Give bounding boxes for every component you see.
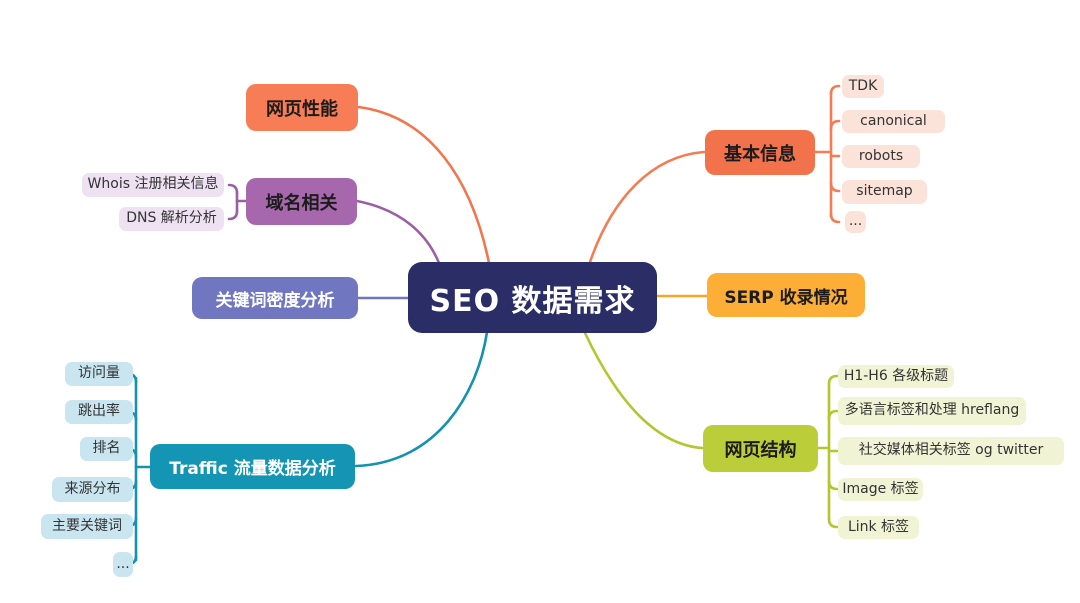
connector-path [827,374,839,386]
connector-path [355,199,441,265]
branch-node-keyword-density[interactable]: 关键词密度分析 [192,277,358,319]
child-node-tdk[interactable]: TDK [842,75,884,98]
child-node-hreflang[interactable]: 多语言标签和处理 hreflang [838,397,1026,425]
child-node-traffic-more[interactable]: ... [113,552,133,577]
child-node-image-tag[interactable]: Image 标签 [838,478,923,501]
connector-path [227,209,239,221]
connector-path [583,331,704,450]
connector-path [829,119,841,131]
child-node-robots[interactable]: robots [842,145,920,168]
branch-node-domain[interactable]: 域名相关 [246,178,357,225]
branch-node-serp[interactable]: SERP 收录情况 [707,273,865,317]
child-node-link-tag[interactable]: Link 标签 [838,516,919,539]
branch-node-traffic[interactable]: Traffic 流量数据分析 [150,444,355,489]
connector-path [827,517,839,529]
connector-path [827,479,839,491]
branch-basic-info-connector [588,84,841,264]
branch-node-structure[interactable]: 网页结构 [703,425,818,472]
child-node-source-distribution[interactable]: 来源分布 [52,477,133,502]
central-topic-node[interactable]: SEO 数据需求 [408,262,657,333]
branch-node-web-performance[interactable]: 网页性能 [246,84,358,131]
connector-path [829,212,841,224]
connector-path [829,181,841,193]
branch-web-performance-connector [356,105,491,265]
child-node-basic-more[interactable]: ... [845,211,866,233]
child-node-dns[interactable]: DNS 解析分析 [119,207,224,231]
branch-node-basic-info[interactable]: 基本信息 [705,130,815,175]
child-node-bounce-rate[interactable]: 跳出率 [65,400,133,424]
connector-path [227,183,239,195]
connector-path [588,150,706,264]
child-node-canonical[interactable]: canonical [842,110,945,133]
child-node-visits[interactable]: 访问量 [65,362,133,386]
child-node-main-keywords[interactable]: 主要关键词 [41,514,133,539]
connector-path [827,409,839,421]
connector-path [356,105,491,265]
connector-path [829,84,841,96]
child-node-sitemap[interactable]: sitemap [842,180,927,204]
child-node-ranking[interactable]: 排名 [80,437,133,461]
child-node-social-tags[interactable]: 社交媒体相关标签 og twitter [838,437,1064,465]
child-node-whois[interactable]: Whois 注册相关信息 [82,173,224,197]
branch-structure-connector [583,331,839,529]
connector-path [354,330,489,468]
child-node-headings[interactable]: H1-H6 各级标题 [838,365,954,388]
